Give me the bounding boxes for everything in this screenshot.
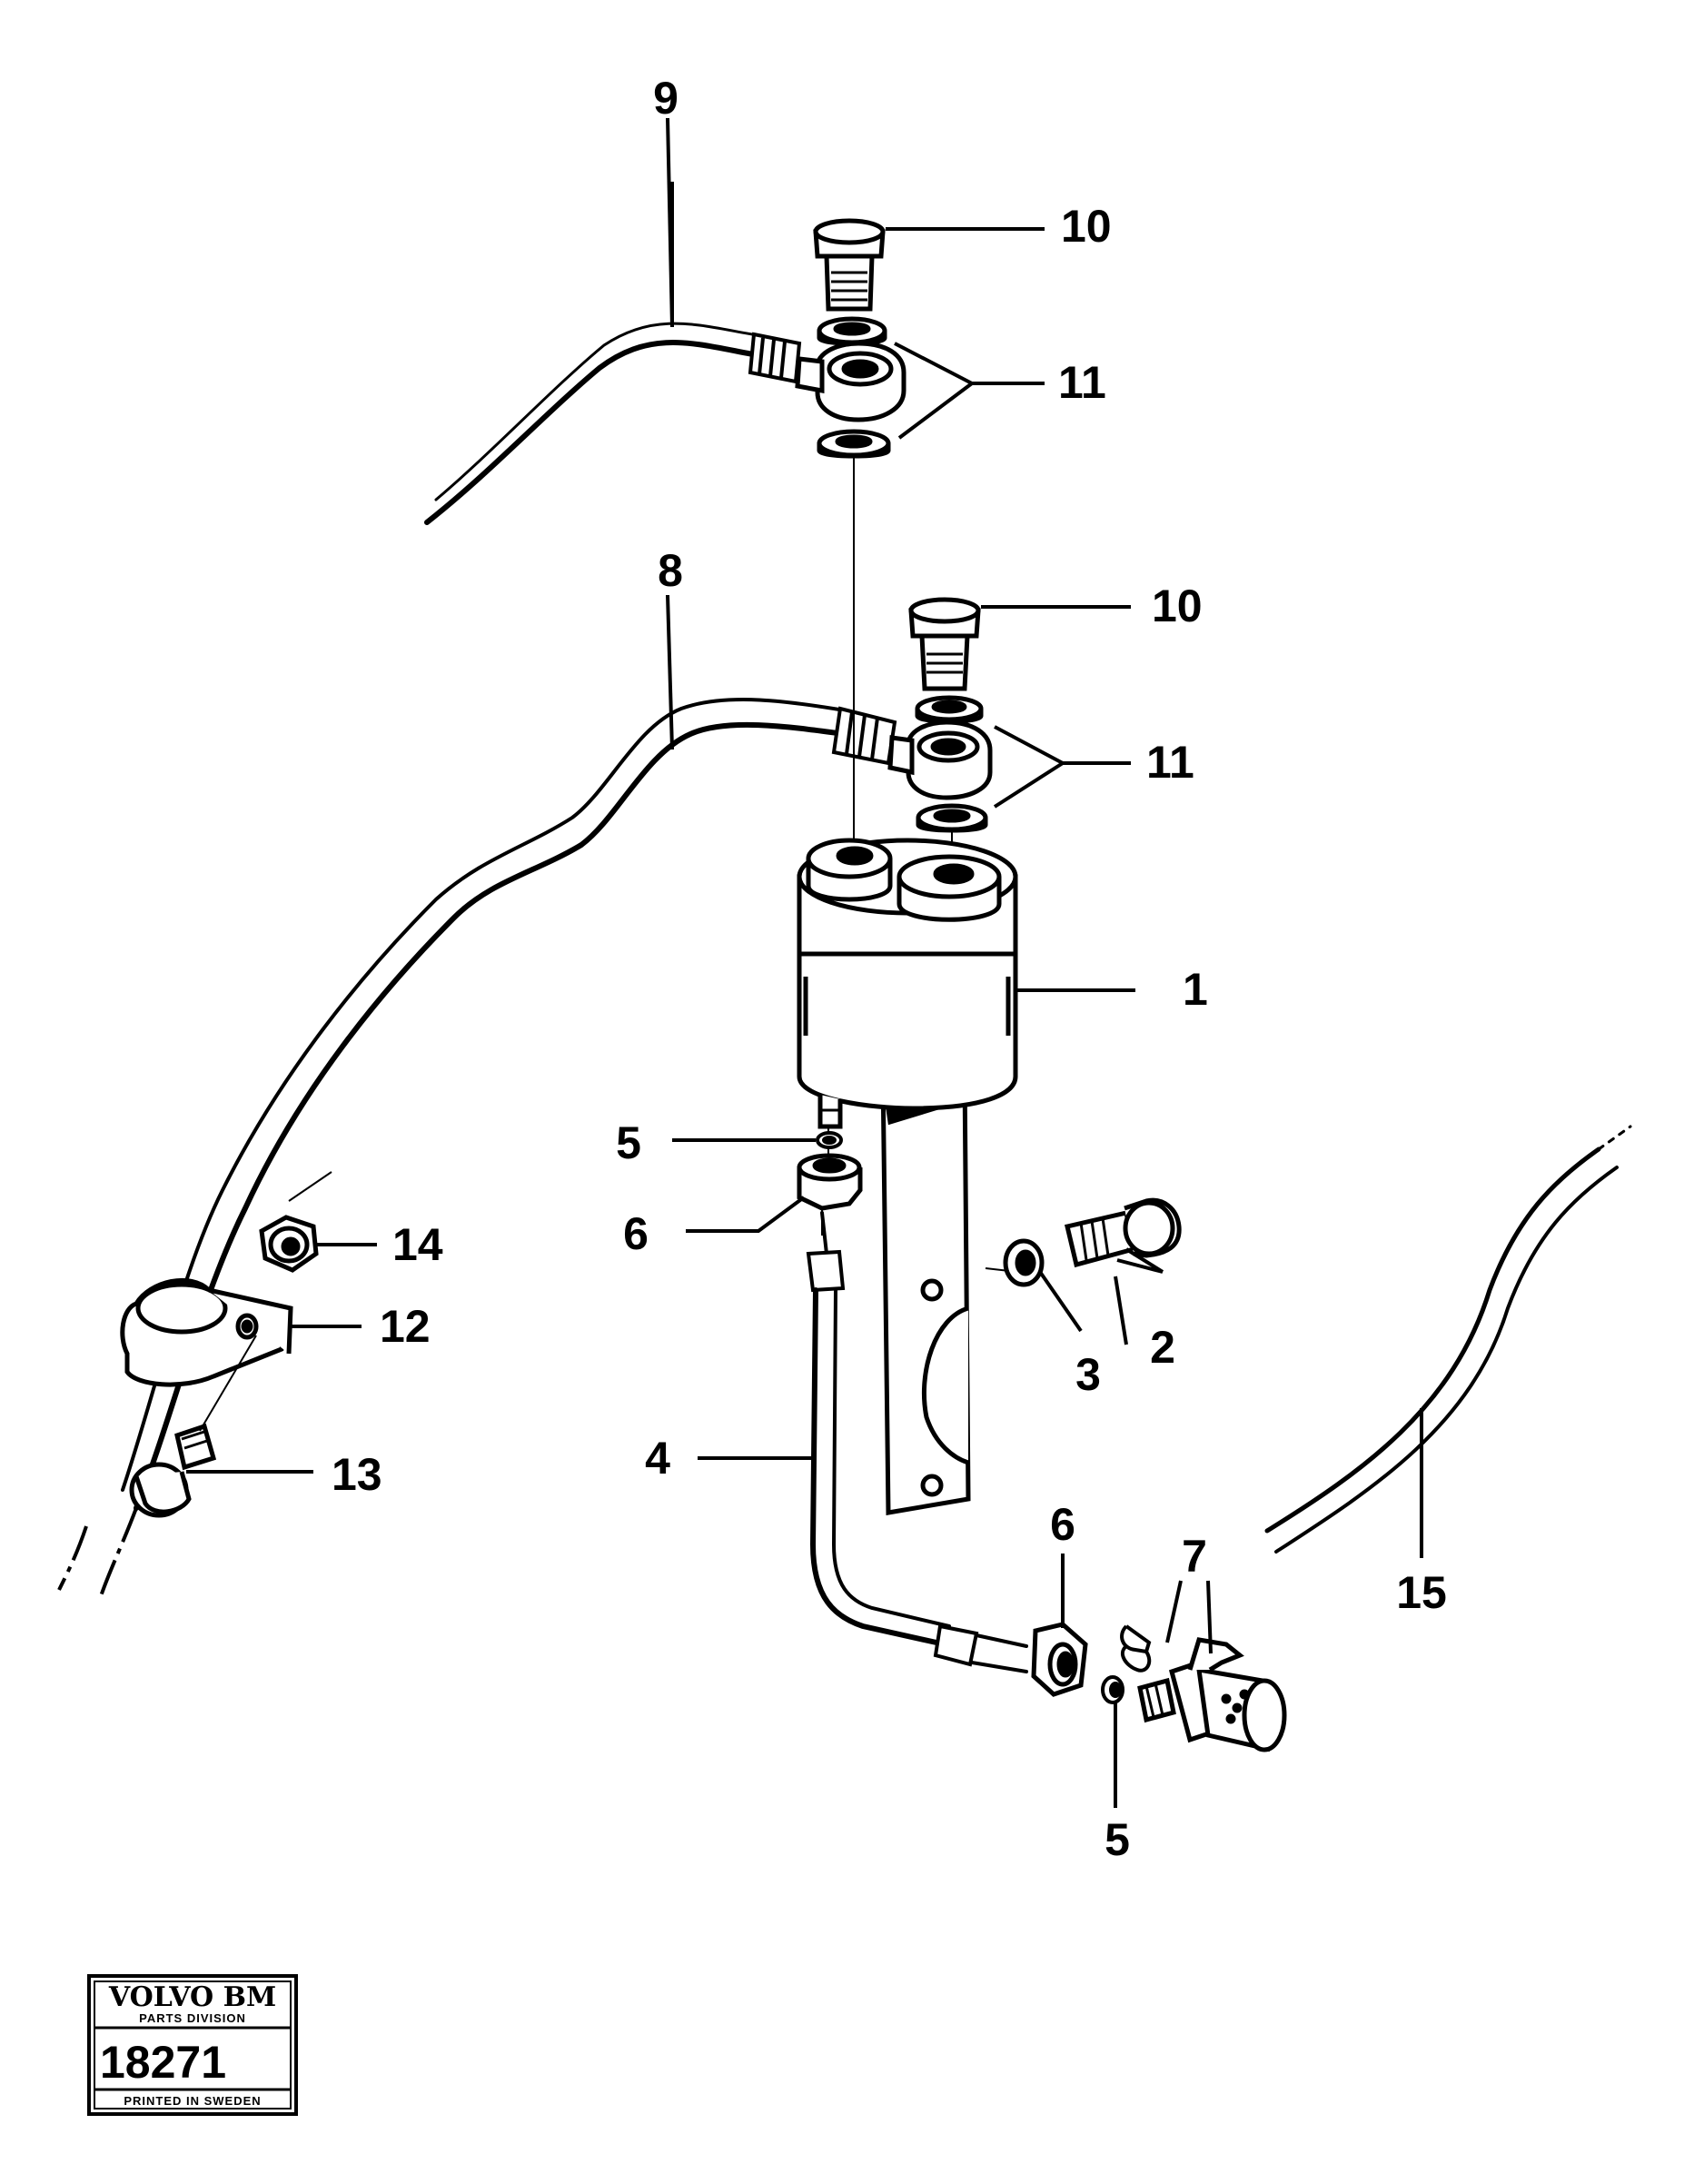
callout-6-lower: 6 [1050,1499,1075,1550]
callout-10-upper: 10 [1061,201,1112,252]
hose-8-tail [57,1507,138,1600]
washer-upper-top [817,316,887,346]
stamp-division: PARTS DIVISION [139,2011,246,2025]
callout-11-lower: 11 [1146,737,1194,788]
washer-5-upper [816,1131,843,1149]
hose-8 [121,698,847,1511]
hose-8-ferrule [831,706,897,766]
screw-13 [129,1423,217,1518]
parts-division-stamp: VOLVO BM PARTS DIVISION 18271 PRINTED IN… [87,1974,298,2116]
filter-housing [797,838,1018,1515]
hose-15 [1264,1125,1632,1554]
washer-lower-top [915,695,984,724]
washer-3 [1003,1238,1045,1287]
stamp-number: 18271 [100,2037,226,2088]
leader-lines [186,117,1423,1808]
cable-lug-7 [1120,1624,1152,1673]
callout-14: 14 [392,1219,443,1270]
callout-7: 7 [1182,1531,1207,1582]
washer-lower-bottom [916,803,988,833]
callout-5-upper: 5 [616,1117,641,1168]
pipe-4 [806,1211,1028,1673]
banjo-bolt-upper [813,218,886,312]
screw-2 [1064,1197,1182,1268]
callout-5-lower: 5 [1105,1814,1130,1865]
nut-14 [259,1215,319,1273]
callout-13: 13 [332,1449,382,1500]
callout-6-upper: 6 [623,1208,649,1259]
callout-8: 8 [658,545,683,596]
nut-6-lower [1031,1622,1088,1697]
callout-4: 4 [645,1433,670,1484]
banjo-fitting-upper [795,341,906,422]
hose-9 [424,322,766,525]
pressure-sender-7 [1137,1637,1287,1752]
hose-9-ferrule [748,332,802,384]
banjo-bolt-lower [908,597,981,691]
callout-9: 9 [653,73,679,124]
callout-2: 2 [1150,1322,1175,1373]
nut-6-upper [797,1153,863,1211]
washer-5-lower [1101,1675,1124,1704]
callout-3: 3 [1075,1349,1101,1400]
callouts: 9 10 11 8 10 11 1 5 6 14 12 13 2 3 4 6 7… [332,73,1447,1865]
banjo-fitting-lower [887,720,993,800]
callout-10-lower: 10 [1152,581,1203,631]
stamp-printed: PRINTED IN SWEDEN [124,2094,261,2108]
clamp-guide-lines [199,1171,332,1432]
callout-12: 12 [380,1301,431,1352]
clamp-12 [120,1277,293,1387]
callout-1: 1 [1183,964,1208,1015]
stamp-brand: VOLVO BM [108,1981,276,2013]
callout-11-upper: 11 [1058,357,1106,408]
callout-15: 15 [1396,1567,1447,1618]
washer-upper-bottom [817,429,891,459]
